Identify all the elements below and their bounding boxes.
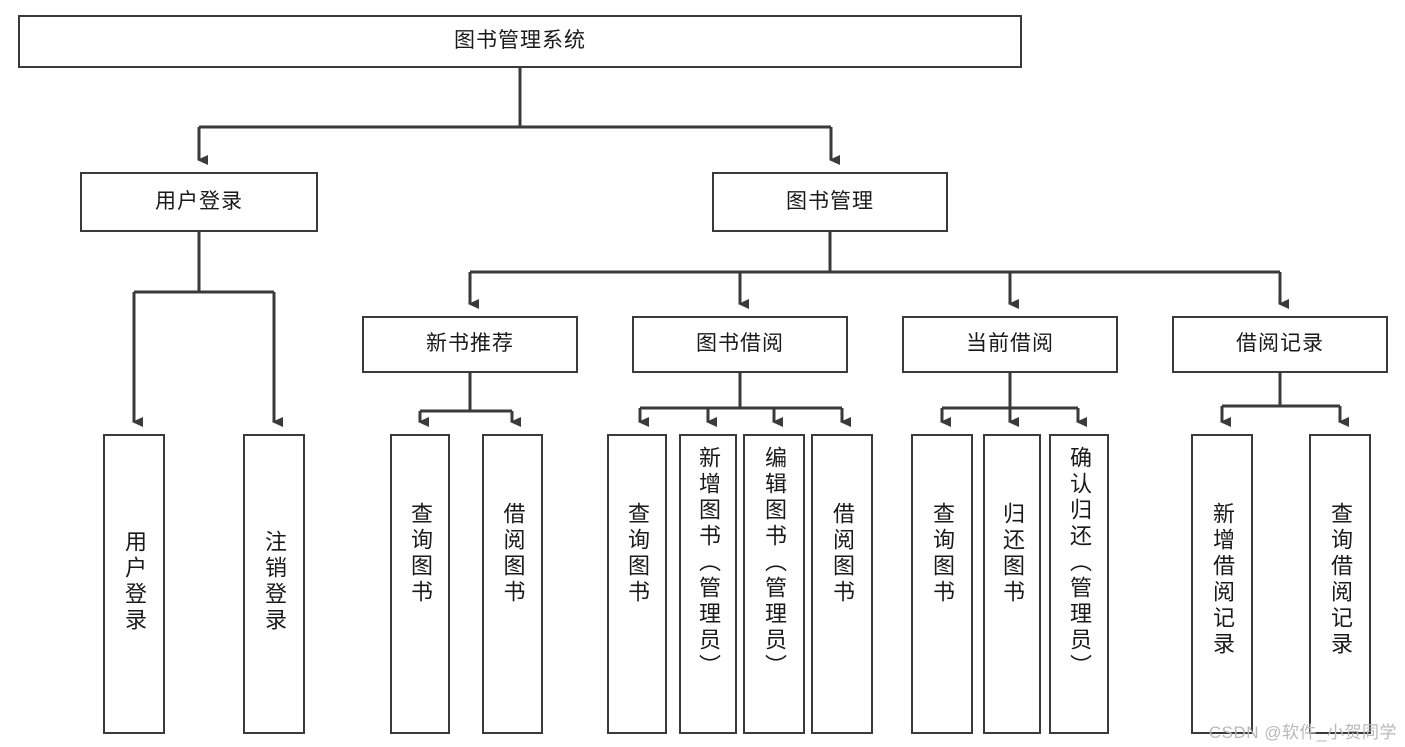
- node-borrow-record[interactable]: 借阅记录: [1172, 316, 1388, 373]
- leaf-book-borrow-query[interactable]: 查询图书: [607, 434, 667, 734]
- node-new-book-recommend-label: 新书推荐: [426, 332, 514, 356]
- node-root-label: 图书管理系统: [454, 29, 586, 53]
- leaf-book-borrow-borrow[interactable]: 借阅图书: [811, 434, 873, 734]
- leaf-new-book-borrow[interactable]: 借阅图书: [482, 434, 543, 734]
- leaf-new-book-borrow-label: 借阅图书: [500, 502, 526, 606]
- node-user-login-label: 用户登录: [155, 189, 243, 213]
- leaf-book-borrow-borrow-label: 借阅图书: [830, 502, 855, 606]
- leaf-borrow-record-query[interactable]: 查询借阅记录: [1309, 434, 1371, 734]
- node-new-book-recommend[interactable]: 新书推荐: [362, 316, 578, 373]
- node-current-borrow-label: 当前借阅: [966, 332, 1054, 356]
- leaf-current-borrow-query[interactable]: 查询图书: [911, 434, 973, 734]
- leaf-user-login-signin[interactable]: 用户登录: [103, 434, 165, 734]
- leaf-borrow-record-add-label: 新增借阅记录: [1210, 502, 1235, 658]
- leaf-book-borrow-add[interactable]: 新增图书（管理员）: [679, 434, 737, 734]
- node-book-borrow-label: 图书借阅: [696, 332, 784, 356]
- leaf-user-login-signin-label: 用户登录: [122, 530, 147, 634]
- leaf-new-book-query-label: 查询图书: [408, 502, 433, 606]
- node-book-management-label: 图书管理: [786, 189, 874, 213]
- leaf-book-borrow-edit[interactable]: 编辑图书（管理员）: [743, 434, 805, 734]
- leaf-current-borrow-return-label: 归还图书: [1000, 502, 1025, 606]
- leaf-borrow-record-add[interactable]: 新增借阅记录: [1191, 434, 1253, 734]
- leaf-book-borrow-edit-label: 编辑图书（管理员）: [762, 446, 787, 680]
- leaf-current-borrow-confirm-label: 确认归还（管理员）: [1067, 446, 1092, 680]
- leaf-new-book-query[interactable]: 查询图书: [390, 434, 450, 734]
- leaf-borrow-record-query-label: 查询借阅记录: [1328, 502, 1353, 658]
- node-borrow-record-label: 借阅记录: [1236, 332, 1324, 356]
- leaf-book-borrow-add-label: 新增图书（管理员）: [696, 446, 721, 680]
- node-book-borrow[interactable]: 图书借阅: [632, 316, 848, 373]
- leaf-current-borrow-confirm[interactable]: 确认归还（管理员）: [1049, 434, 1109, 734]
- node-user-login[interactable]: 用户登录: [80, 172, 318, 232]
- leaf-user-login-signout-label: 注销登录: [262, 530, 287, 634]
- node-root[interactable]: 图书管理系统: [18, 15, 1022, 68]
- leaf-current-borrow-query-label: 查询图书: [930, 502, 955, 606]
- leaf-book-borrow-query-label: 查询图书: [625, 502, 650, 606]
- leaf-current-borrow-return[interactable]: 归还图书: [983, 434, 1041, 734]
- node-current-borrow[interactable]: 当前借阅: [902, 316, 1118, 373]
- leaf-user-login-signout[interactable]: 注销登录: [243, 434, 305, 734]
- node-book-management[interactable]: 图书管理: [712, 172, 948, 232]
